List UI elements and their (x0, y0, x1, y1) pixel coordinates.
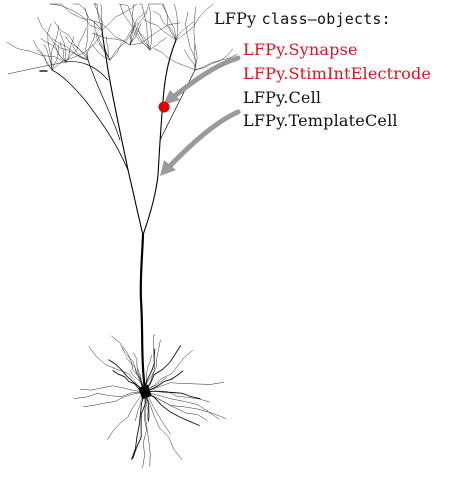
basal-dendrite (145, 392, 199, 426)
class-label-stimintelectrode: LFPy.StimIntElectrode (243, 64, 431, 84)
basal-dendrite (132, 392, 145, 459)
tuft-dendrite (100, 4, 103, 30)
tuft-dendrite (186, 12, 196, 70)
apical-trunk (52, 30, 195, 390)
tuft-dendrite (48, 24, 52, 70)
title-suffix: class—objects: (262, 10, 391, 28)
apical-trunk-lower (141, 235, 145, 390)
tuft-dendrite (174, 4, 178, 40)
tuft-dendrite (157, 4, 176, 40)
basal-dendrite (145, 392, 182, 460)
arrow-to-synapse-site (172, 58, 238, 98)
apical-oblique-left-2 (88, 60, 120, 140)
class-label-cell: LFPy.Cell (243, 88, 321, 108)
tuft-dendrite (194, 7, 197, 70)
basal-dendrite (145, 392, 219, 419)
basal-dendrite (74, 392, 145, 399)
tuft-dendrite (73, 46, 88, 60)
arrow-to-cell (168, 112, 238, 168)
apical-tuft-dendrites (7, 4, 237, 74)
apical-oblique-left-3 (66, 62, 108, 80)
diagram-title: LFPy class—objects: (214, 9, 391, 29)
tuft-dendrite (154, 48, 195, 70)
basal-dendrite (143, 392, 147, 468)
tuft-dendrite (102, 4, 137, 30)
tuft-dendrite (96, 21, 130, 45)
tuft-dendrite (150, 38, 166, 51)
tuft-dendrite (88, 21, 96, 60)
synapse-marker (159, 102, 170, 113)
tuft-dendrite (8, 62, 66, 74)
basal-dendrite (108, 392, 146, 440)
basal-dendrite (111, 336, 145, 392)
tuft-dendrite (163, 4, 176, 40)
basal-dendrite (80, 386, 145, 392)
tuft-dendrite (66, 28, 86, 62)
tuft-dendrite (176, 22, 194, 40)
tuft-dendrite (176, 4, 213, 40)
apical-branch-right (143, 40, 176, 235)
tuft-dendrite (66, 37, 74, 63)
tuft-dendrite (185, 50, 196, 70)
class-label-synapse: LFPy.Synapse (243, 40, 358, 60)
basal-dendrite (145, 391, 200, 399)
basal-dendrite (145, 340, 160, 392)
basal-dendrite (145, 350, 193, 392)
basal-dendrite (83, 392, 145, 407)
class-label-templatecell: LFPy.TemplateCell (243, 111, 398, 131)
basal-dendrite (145, 382, 224, 392)
tuft-dendrite (139, 28, 151, 50)
tuft-dendrite (50, 4, 102, 30)
basal-dendrite (145, 392, 226, 419)
tuft-dendrite (66, 36, 88, 60)
title-prefix: LFPy (214, 9, 256, 28)
tuft-dendrite (150, 7, 152, 50)
basal-dendrites (74, 335, 226, 468)
apical-oblique-left (52, 70, 128, 170)
